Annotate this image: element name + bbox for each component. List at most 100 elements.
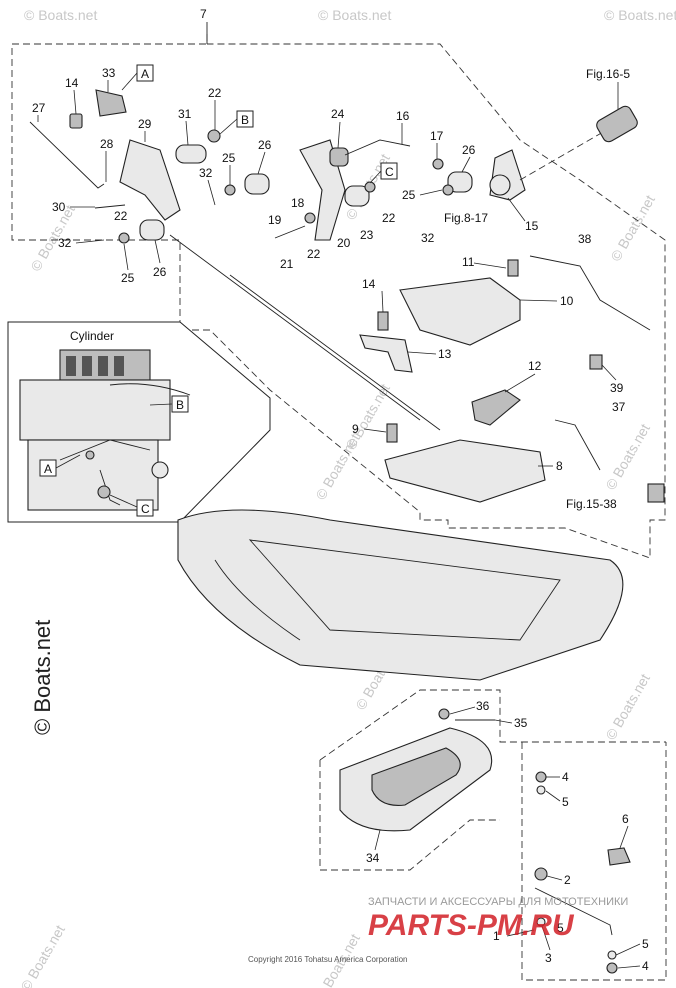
engine-fin [98,356,108,376]
engine-fin [114,356,124,376]
callout-18: 18 [291,196,305,210]
part-25-washer [442,184,454,196]
part-13-bracket [359,334,413,373]
callout-5: 5 [557,921,564,935]
callout-34: 34 [366,851,380,865]
part-30-bolt [94,204,126,209]
callout-21: 21 [280,257,294,271]
fig-ref-16-5[interactable]: Fig.16-5 [586,67,630,81]
inset-joint [97,485,111,499]
leader-lines [37,72,641,969]
part-36-washer [438,708,450,720]
part-24-clip [329,147,349,167]
part-15-hub [489,174,511,196]
callout-22: 22 [208,86,222,100]
part-11-bolt [507,259,519,277]
inset-cable [109,383,191,396]
cylinder-inset: Cylinder B A C [7,321,271,523]
part-12-block [471,389,521,426]
callout-39: 39 [610,381,624,395]
callout-11: 11 [462,255,475,269]
callout-25: 25 [402,188,416,202]
fig-ref-8-17[interactable]: Fig.8-17 [444,211,488,225]
part-31-collar [175,144,207,164]
part-34-opening [371,747,461,806]
callout-4: 4 [642,959,649,973]
callout-29: 29 [138,117,152,131]
fig-ref-15-38[interactable]: Fig.15-38 [566,497,617,511]
part-22-washer [207,129,221,143]
inset-pulley [151,461,169,479]
shop-tagline: ЗАПЧАСТИ И АКСЕССУАРЫ ДЛЯ МОТОТЕХНИКИ [368,896,628,908]
part-33-bracket [95,89,127,117]
callout-12: 12 [528,359,542,373]
inset-label-c: C [141,502,150,516]
callout-3: 3 [545,951,552,965]
callout-box-a: A [141,67,149,81]
part-26-roller [244,173,270,195]
engine-fin [82,356,92,376]
callout-19: 19 [268,213,282,227]
inset-link [99,469,121,506]
callout-13: 13 [438,347,452,361]
callout-box-b: B [241,113,249,127]
part-10-cover [399,277,521,346]
inset-link [59,439,151,461]
callout-7: 7 [200,7,207,21]
part-26-roller [447,171,473,193]
callout-14: 14 [65,76,79,90]
callout-32: 32 [199,166,213,180]
callout-23: 23 [360,228,374,242]
callout-33: 33 [102,66,116,80]
watermark: © Boats.net [342,381,393,453]
group-outline-1 [521,742,667,981]
part-25-washer [224,184,236,196]
watermark: © Boats.net [602,671,653,743]
callout-14: 14 [362,277,376,291]
fig15-38-clip [647,483,665,503]
callout-15: 15 [525,219,539,233]
part-9-bolt [386,423,398,443]
bottom-cowl-opening [248,539,561,641]
part-22-washer [304,212,316,224]
part-39-screw [589,354,603,370]
callout-37: 37 [612,400,626,414]
watermark: © Boats.net [318,7,391,23]
callout-5: 5 [642,937,649,951]
callout-17: 17 [430,129,444,143]
part-5-washer [536,917,546,927]
watermark: © Boats.net [604,7,676,23]
callout-27: 27 [32,101,46,115]
callout-36: 36 [476,699,490,713]
callout-22: 22 [114,209,128,223]
callout-5: 5 [562,795,569,809]
callout-10: 10 [560,294,574,308]
part-23-roller [344,185,370,207]
inset-joint [85,450,95,460]
callout-22: 22 [382,211,396,225]
callout-8: 8 [556,459,563,473]
callout-9: 9 [352,422,359,436]
callout-24: 24 [331,107,345,121]
callout-30: 30 [52,200,66,214]
cable-connector [596,105,638,143]
control-cable [169,234,421,421]
part-21-bolt [274,225,306,239]
part-16-rod [344,139,411,156]
callout-4: 4 [562,770,569,784]
part-4-nut [535,771,547,783]
watermark: © Boats.net [607,192,658,264]
part-5-washer [536,785,546,795]
callout-6: 6 [622,812,629,826]
part-27-rod [29,121,105,189]
watermark: © Boats.net [24,7,97,23]
callout-2: 2 [564,873,571,887]
part-4-nut [606,962,618,974]
part-1-lever [534,887,613,936]
callout-25: 25 [121,271,135,285]
callout-26: 26 [462,143,476,157]
inset-marker-c [136,499,154,517]
part-25-washer [118,232,130,244]
cable-to-fig16-5 [519,127,611,181]
